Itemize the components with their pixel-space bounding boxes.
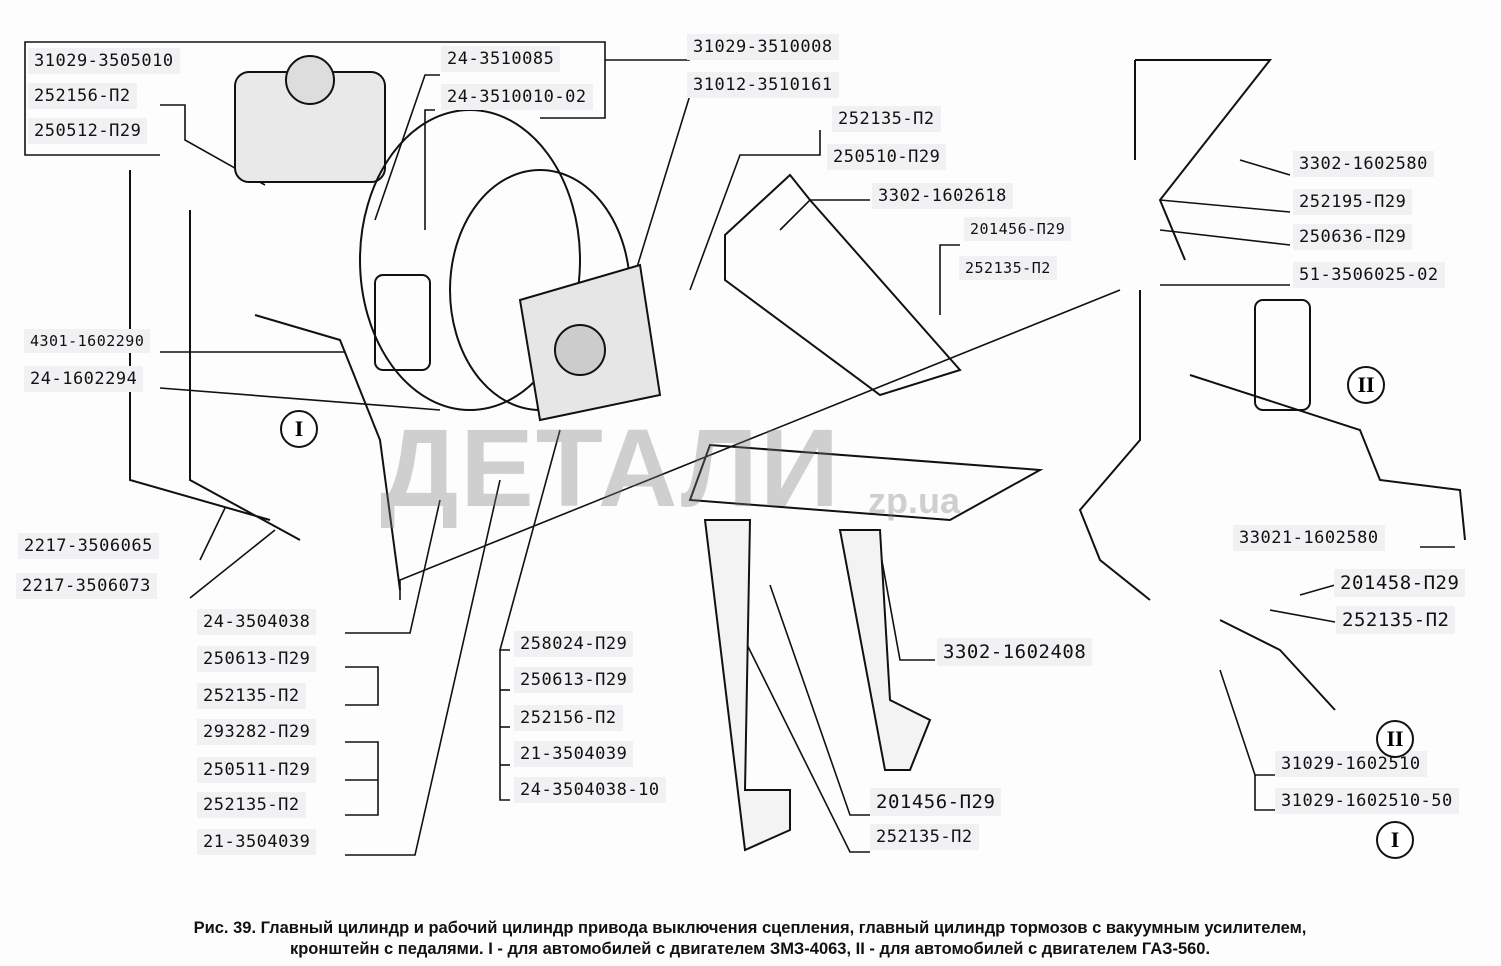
part-outlines (129, 55, 1466, 852)
part-label: 2217-3506065 (18, 533, 159, 559)
part-label: 252135-П2 (959, 256, 1057, 280)
part-label: 252156-П2 (28, 83, 137, 109)
part-label: 252135-П2 (197, 683, 306, 709)
part-label: 21-3504039 (514, 741, 634, 767)
part-label: 252135-П2 (870, 824, 979, 850)
caption-line: кронштейн с педалями. I - для автомобиле… (289, 940, 1211, 958)
figure-caption: Рис. 39. Главный цилиндр и рабочий цилин… (60, 918, 1440, 960)
part-label: 201456-П29 (964, 217, 1072, 241)
variant-marker-i: I (1376, 821, 1414, 859)
part-label: 252195-П29 (1293, 189, 1413, 215)
part-label: 24-3504038 (197, 609, 317, 635)
variant-marker-ii: II (1376, 720, 1414, 758)
part-label: 31029-1602510-50 (1275, 788, 1459, 814)
part-label: 3302-1602618 (872, 183, 1013, 209)
part-label: 31029-3510008 (687, 34, 839, 60)
part-label: 24-3510010-02 (441, 84, 593, 110)
variant-marker-i: I (280, 410, 318, 448)
part-label: 252135-П2 (1336, 606, 1456, 634)
part-label: 24-3504038-10 (514, 777, 666, 803)
leader-lines (24, 41, 1455, 856)
part-label: 250636-П29 (1293, 224, 1413, 250)
variant-marker-ii: II (1347, 366, 1385, 404)
part-label: 252135-П2 (197, 792, 306, 818)
part-label: 250511-П29 (197, 757, 317, 783)
part-label: 250613-П29 (197, 646, 317, 672)
part-label: 258024-П29 (514, 631, 634, 657)
part-label: 201456-П29 (870, 788, 1002, 816)
part-label: 250613-П29 (514, 667, 634, 693)
watermark-domain: zp.ua (868, 480, 961, 521)
part-label: 3302-1602408 (937, 638, 1093, 666)
caption-line: Рис. 39. Главный цилиндр и рабочий цилин… (193, 919, 1307, 937)
part-label: 293282-П29 (197, 719, 317, 745)
part-label: 33021-1602580 (1233, 525, 1385, 551)
part-label: 250510-П29 (827, 144, 947, 170)
part-label: 24-3510085 (441, 46, 561, 72)
part-label: 201458-П29 (1334, 569, 1466, 597)
part-label: 21-3504039 (197, 829, 317, 855)
part-label: 31029-3505010 (28, 48, 180, 74)
part-label: 3302-1602580 (1293, 151, 1434, 177)
part-label: 2217-3506073 (16, 573, 157, 599)
part-label: 250512-П29 (28, 118, 148, 144)
part-label: 31029-1602510 (1275, 751, 1427, 777)
part-label: 51-3506025-02 (1293, 262, 1445, 288)
part-label: 252156-П2 (514, 705, 623, 731)
part-label: 4301-1602290 (24, 329, 151, 353)
part-label: 31012-3510161 (687, 72, 839, 98)
part-label: 252135-П2 (832, 106, 941, 132)
watermark-logo: ДЕТАЛИ (380, 407, 842, 530)
part-label: 24-1602294 (24, 366, 144, 392)
